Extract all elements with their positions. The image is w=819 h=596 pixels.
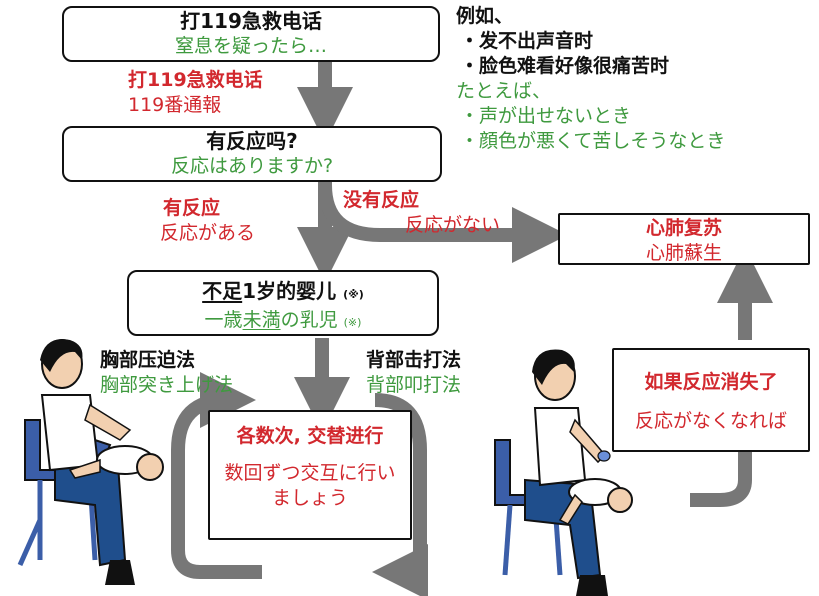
alternate-zh: 各数次, 交替进行 — [236, 425, 384, 447]
alternate-ja-line2: ましょう — [271, 487, 348, 509]
arrow-cycle-left — [171, 372, 262, 579]
box3-zh-main: 1岁的婴儿 — [242, 279, 337, 303]
box1-zh: 打119急救电话 — [180, 9, 322, 33]
back-zh: 背部击打法 — [366, 349, 462, 371]
example-ja-item: ・顔色が悪くて苦しそうなとき — [460, 130, 726, 152]
chest-ja: 胸部突き上げ法 — [100, 374, 234, 396]
example-block: 例如、 ・发不出声音时 ・脸色难看好像很痛苦时 たとえば、 ・声が出せないとき … — [456, 4, 816, 154]
response-question-box: 有反应吗? 反応はありますか? — [62, 126, 442, 182]
chest-thrust-label: 胸部压迫法 胸部突き上げ法 — [100, 348, 233, 398]
no-label-ja: 反応がない — [405, 214, 501, 236]
example-zh-item: ・脸色难看好像很痛苦时 — [460, 55, 670, 77]
chest-zh: 胸部压迫法 — [100, 349, 196, 371]
box3-ja-pre: 一歳 — [204, 309, 243, 331]
call-label-zh: 打119急救电话 — [128, 69, 263, 91]
yes-label-zh: 有反应 — [163, 197, 221, 219]
box1-ja: 窒息を疑ったら… — [174, 35, 327, 57]
box2-ja: 反応はありますか? — [170, 155, 334, 177]
arrow-lost-to-cpr — [690, 452, 752, 507]
box2-zh: 有反应吗? — [206, 129, 298, 153]
infant-box: 不足1岁的婴儿 (※) 一歳未満の乳児 (※) — [127, 270, 439, 336]
chest-thrust-illustration — [17, 339, 164, 585]
back-blow-label: 背部击打法 背部叩打法 — [366, 348, 461, 398]
arrow-no — [318, 184, 568, 263]
cpr-zh: 心肺复苏 — [645, 217, 722, 239]
box3-ja-mid: 未満 — [242, 309, 281, 331]
yes-label-ja: 反応がある — [160, 222, 256, 244]
cpr-ja: 心肺蘇生 — [645, 242, 722, 264]
lost-ja: 反応がなくなれば — [634, 410, 787, 432]
arrow-cycle-right — [372, 393, 429, 596]
box3-ja-post: の乳児 — [280, 309, 338, 331]
lost-response-box: 如果反应消失了 反応がなくなれば — [612, 348, 810, 452]
back-ja: 背部叩打法 — [366, 374, 462, 396]
lost-zh: 如果反应消失了 — [644, 371, 778, 393]
cpr-box: 心肺复苏 心肺蘇生 — [558, 213, 810, 265]
box3-zh-note: (※) — [343, 288, 364, 301]
call-label-ja: 119番通報 — [128, 94, 222, 116]
no-label: 没有反应 反応がない — [343, 188, 500, 238]
yes-label: 有反应 反応がある — [160, 196, 256, 246]
example-zh-item: ・发不出声音时 — [460, 30, 594, 52]
alternate-box: 各数次, 交替进行 数回ずつ交互に行い ましょう — [208, 410, 412, 540]
box3-ja-note: (※) — [343, 316, 362, 329]
example-ja-title: たとえば、 — [456, 80, 552, 102]
call-label: 打119急救电话 119番通報 — [128, 68, 263, 118]
call-119-box: 打119急救电话 窒息を疑ったら… — [62, 6, 440, 62]
example-ja-item: ・声が出せないとき — [460, 105, 632, 127]
back-blow-illustration — [494, 349, 633, 596]
no-label-zh: 没有反应 — [343, 189, 420, 211]
alternate-ja-line1: 数回ずつ交互に行い — [224, 462, 396, 484]
box3-zh-pre: 不足 — [202, 279, 243, 303]
example-zh-title: 例如、 — [456, 5, 514, 27]
